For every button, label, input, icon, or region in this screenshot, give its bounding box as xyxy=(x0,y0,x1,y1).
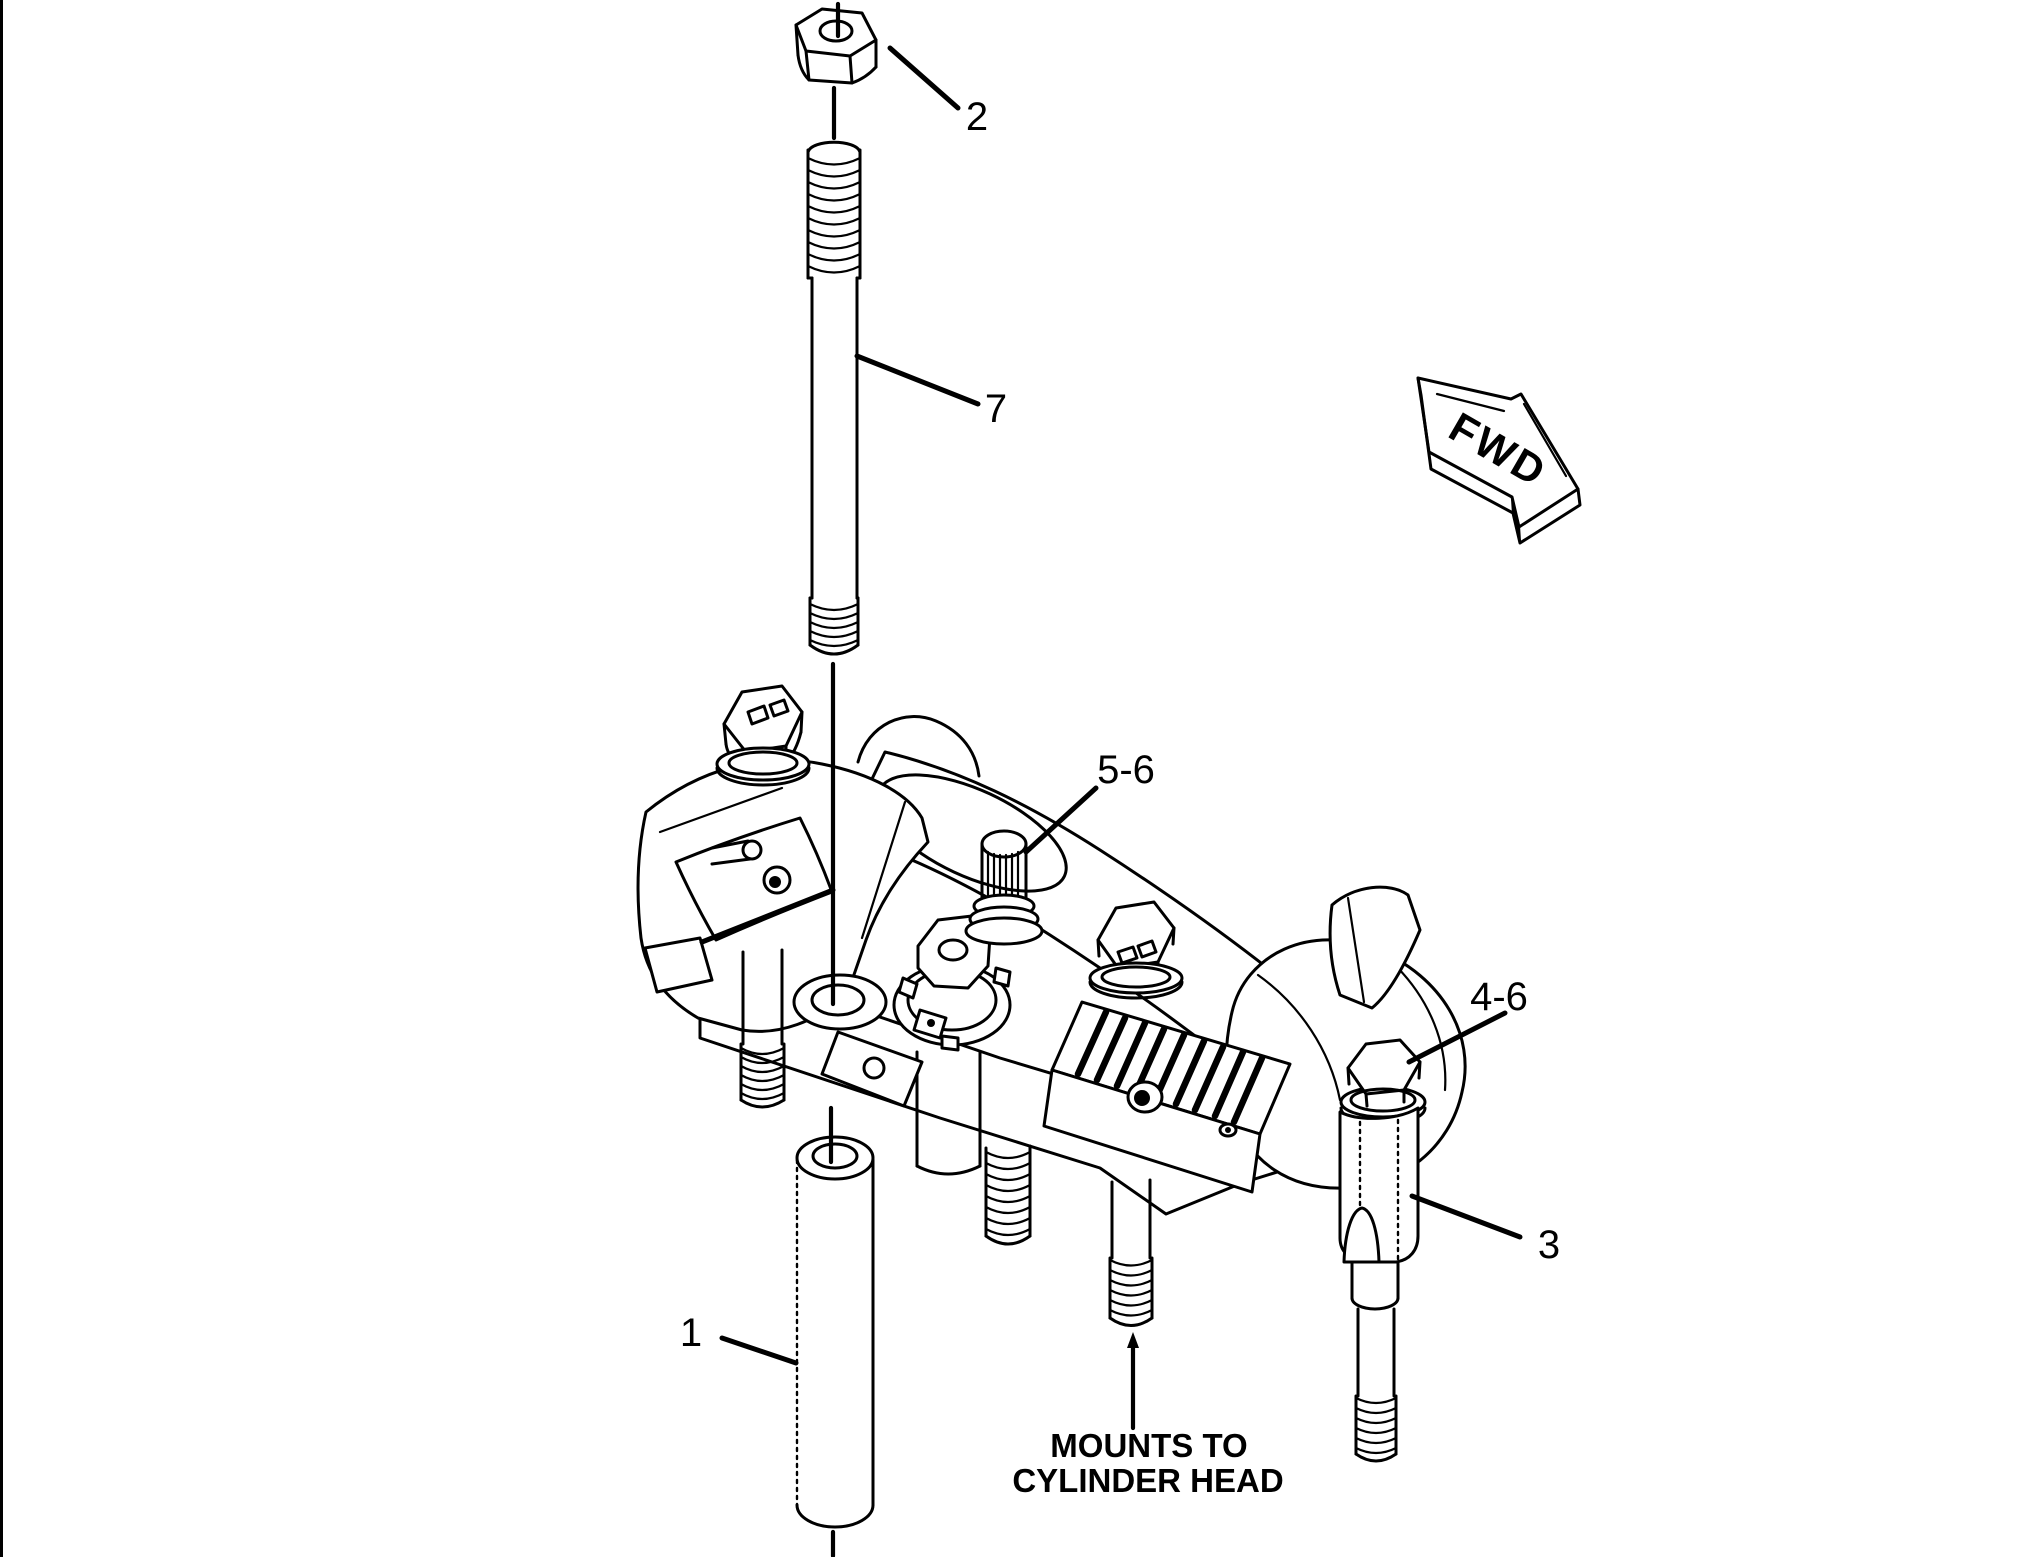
callout-3-label: 3 xyxy=(1538,1223,1560,1267)
leader-callout-7 xyxy=(854,353,981,407)
mounting-note-line2: CYLINDER HEAD xyxy=(1012,1462,1283,1499)
block-front-face xyxy=(1042,1068,1262,1194)
left-hex-bolt xyxy=(715,684,811,787)
rocker-assembly xyxy=(636,684,1467,1463)
long-stud xyxy=(806,140,862,656)
callout-labels: 2 7 5-6 4-6 3 1 xyxy=(680,95,1560,1355)
leader-callout-4-6 xyxy=(1406,1010,1508,1065)
castellated-nut-pedestal xyxy=(892,914,1012,1176)
left-short-stud xyxy=(984,1144,1032,1246)
callout-2-label: 2 xyxy=(966,95,988,139)
right-stud xyxy=(1354,1307,1398,1463)
middle-stud xyxy=(1108,1178,1154,1327)
rocker-pin xyxy=(710,839,752,866)
leader-callout-5-6 xyxy=(1023,785,1099,855)
centerlines xyxy=(828,1,841,1557)
callout-1-label: 1 xyxy=(680,1311,702,1355)
callout-7-label: 7 xyxy=(985,387,1007,431)
left-rocker-body xyxy=(636,758,930,1033)
spacer-cylinder xyxy=(795,1135,875,1529)
fwd-direction-arrow: FWD xyxy=(1416,376,1582,545)
bracket-arm xyxy=(820,1030,924,1108)
callout-5-6-label: 5-6 xyxy=(1097,748,1155,792)
left-rocker-stud xyxy=(739,948,786,1109)
callout-4-6-label: 4-6 xyxy=(1470,975,1528,1019)
page-border-left xyxy=(0,0,3,1557)
leader-callout-2 xyxy=(887,45,961,111)
stud-boss xyxy=(792,973,888,1031)
middle-hex-bolt xyxy=(1088,900,1184,1000)
leader-callout-1 xyxy=(719,1335,799,1366)
serrated-block xyxy=(1042,1000,1292,1194)
leader-lines xyxy=(719,45,1523,1431)
clamp-body xyxy=(1338,1106,1420,1311)
leader-callout-3 xyxy=(1409,1193,1523,1240)
mounting-note: MOUNTS TO CYLINDER HEAD xyxy=(1012,1427,1283,1499)
adjusting-screw xyxy=(964,829,1044,946)
mounting-note-line1: MOUNTS TO xyxy=(1050,1427,1247,1464)
